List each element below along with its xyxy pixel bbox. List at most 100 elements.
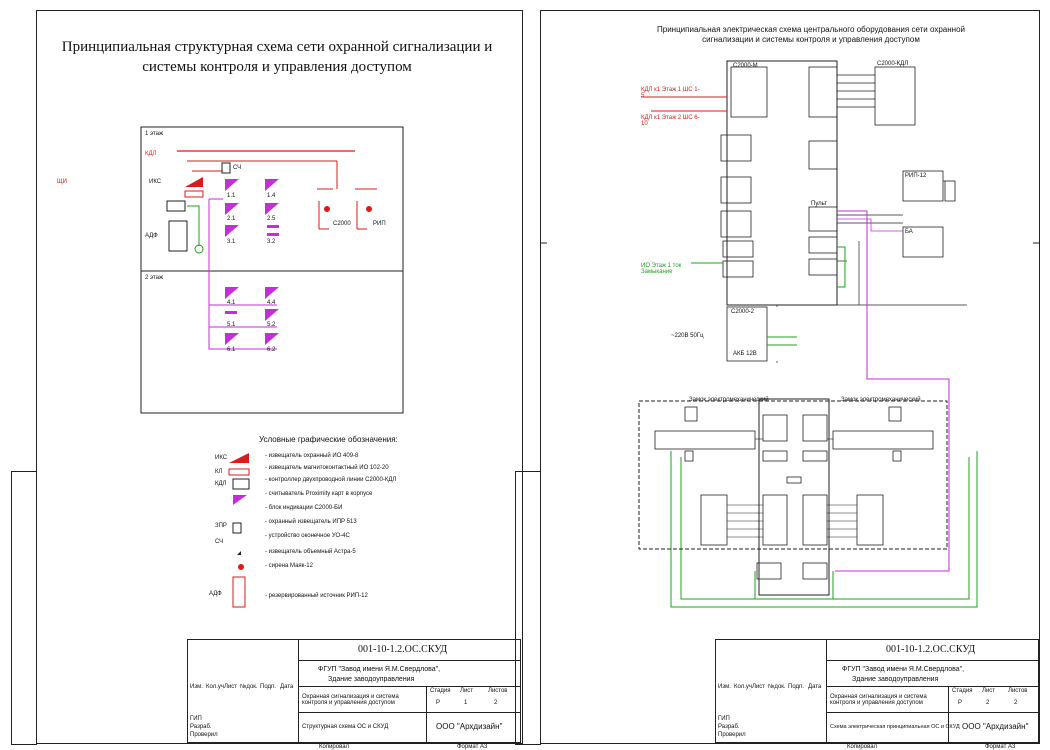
module-f	[808, 140, 838, 170]
ikc-symbol	[185, 177, 203, 187]
tb-drawing-name: Схема электрическая принципиальная ОС и …	[830, 724, 960, 730]
tb-line	[298, 712, 520, 713]
label-bat: АКБ 12В	[733, 351, 757, 357]
zone-icon	[225, 179, 239, 191]
tb-stage: Р	[436, 700, 441, 706]
zone-label: 1.1	[227, 193, 236, 199]
gate-left	[654, 430, 756, 450]
tb-header-cell: Лист	[224, 684, 238, 690]
legend-item: - извещатель магнитоконтактный ИО 102-20	[265, 465, 389, 471]
legend-item: - блок индикации С2000-БИ	[265, 505, 343, 511]
tb-line	[826, 640, 827, 742]
zone-icon	[267, 225, 279, 228]
floor1-label: 1 этаж	[145, 131, 163, 137]
module-top-right	[874, 66, 916, 126]
module-h	[808, 236, 838, 254]
tb-sheets: 2	[494, 700, 498, 706]
lower-module	[802, 494, 828, 546]
zone-label: 2.1	[227, 216, 236, 222]
tb-sheet: 2	[986, 700, 990, 706]
lower-wires	[727, 438, 857, 538]
zone-label: 2.5	[267, 216, 276, 222]
legend-kdl-icon	[232, 478, 250, 490]
zone-label: 4.4	[267, 300, 276, 306]
tb-col-sheet: Лист	[460, 688, 474, 694]
zone-label: 1.4	[267, 193, 276, 199]
right-title: Принципиальная электрическая схема центр…	[601, 25, 1021, 45]
modules	[720, 66, 956, 362]
lower-module	[802, 562, 828, 580]
tb-role: Разраб.	[190, 724, 212, 730]
access-points	[317, 188, 377, 230]
legend-zpr-icon	[232, 522, 242, 534]
zone-label: 4.1	[227, 300, 236, 306]
tb-role: ГИП	[190, 716, 202, 722]
main-panel	[726, 60, 838, 306]
tb-company: ООО "Архдизайн"	[962, 722, 1029, 731]
module-g	[808, 206, 838, 232]
legend-symbol: АДФ	[209, 591, 222, 597]
tb-col-sheet: Лист	[982, 688, 996, 694]
label-ac: ~220В 50Гц	[671, 333, 704, 339]
footer-right: Формат А3	[457, 744, 488, 750]
legend-ikc-icon	[229, 453, 249, 463]
reader-left	[700, 494, 728, 546]
zone-icon	[225, 311, 237, 314]
module-right	[808, 66, 838, 118]
legend-item: - извещатель охранный ИО 409-8	[265, 453, 359, 459]
zone-label: 3.1	[227, 239, 236, 245]
legend-zone-icon	[233, 495, 247, 505]
tb-org-2: Здание заводоуправления	[852, 676, 939, 683]
label-ps: С2000-2	[731, 309, 755, 315]
module-tiny	[944, 180, 956, 202]
lower-module	[762, 450, 788, 462]
tb-col-stage: Стадия	[430, 688, 451, 694]
legend-symbol: ИКС	[215, 455, 228, 461]
footer-left: Копировал	[847, 744, 878, 750]
tb-line	[948, 686, 949, 742]
green-wire	[837, 246, 846, 288]
floor2-label: 2 этаж	[145, 275, 163, 281]
left-title: Принципиальная структурная схема сети ох…	[57, 37, 497, 77]
legend-item: - устройство оконечное УО-4С	[265, 533, 350, 539]
legend-symbol: ЗПР	[215, 523, 227, 529]
sch-box	[221, 162, 231, 174]
tb-drawing-name: Структурная схема ОС и СКУД	[302, 724, 389, 730]
zone-icon	[225, 333, 239, 345]
tb-sheet-desc: Охранная сигнализация и система контроля…	[302, 694, 399, 706]
zone-icon	[265, 179, 279, 191]
zone-icon	[225, 203, 239, 215]
magenta-trunk	[835, 210, 950, 572]
green-end	[194, 244, 204, 254]
label-kdl: С2000-КДЛ	[877, 61, 909, 67]
lower-module	[802, 414, 828, 442]
tb-org-1: ФГУП "Завод имени Я.М.Свердлова",	[318, 666, 441, 673]
kdl-label: КДЛ	[145, 151, 157, 157]
tb-code: 001-10-1.2.ОС.СКУД	[358, 644, 448, 655]
label-kdl-b: КДЛ к1 Этаж 2 ШС 6-10	[641, 115, 700, 127]
label-rip: РИП-12	[905, 173, 927, 179]
module-e	[722, 260, 754, 278]
tb-sheets: 2	[1014, 700, 1018, 706]
lower-module	[756, 562, 782, 580]
label-c2000m: С2000-М	[733, 63, 758, 69]
tb-header-cell: Лист	[752, 684, 766, 690]
legend-item: - охранный извещатель ИПР 513	[265, 519, 357, 525]
gate-lock-right	[888, 406, 902, 422]
tb-sheet-desc: Охранная сигнализация и система контроля…	[830, 694, 927, 706]
tb-header-cell: №док.	[768, 684, 786, 690]
tb-role: Проверил	[718, 732, 746, 738]
sheet-electrical-scheme: Принципиальная электрическая схема центр…	[515, 10, 1040, 750]
c2000-label: С2000	[333, 221, 351, 227]
tb-role: Разраб.	[718, 724, 740, 730]
zone-icon	[267, 233, 279, 236]
zone-icon	[265, 203, 279, 215]
lower-modules	[654, 406, 934, 580]
tb-org-2: Здание заводоуправления	[328, 676, 415, 683]
tb-header-cell: Дата	[280, 684, 294, 690]
module-rip	[902, 170, 944, 202]
legend-item: - извещатель объемный Астра-5	[265, 549, 356, 555]
red-inputs	[641, 96, 727, 112]
lower-module	[802, 450, 828, 462]
zone-label: 5.1	[227, 322, 236, 328]
